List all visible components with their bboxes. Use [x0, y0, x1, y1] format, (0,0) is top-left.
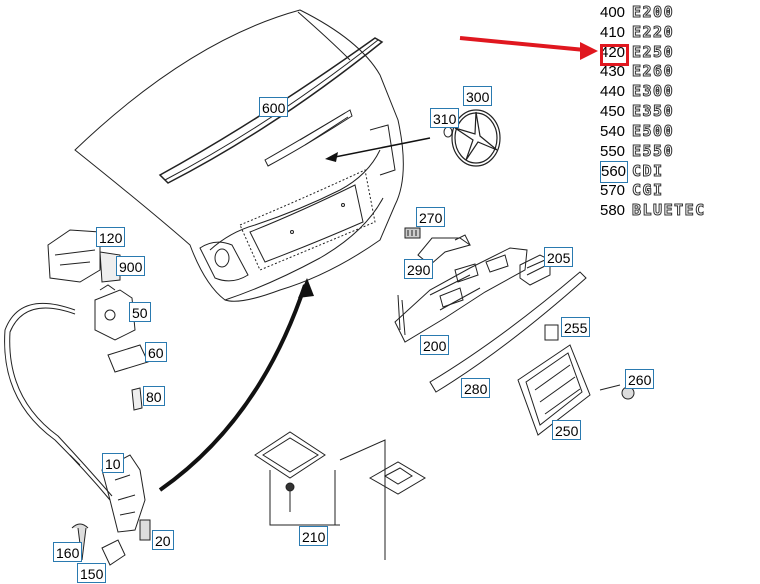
trunk-lid [74, 9, 404, 302]
part-60 [107, 344, 149, 373]
callout-120: 120 [96, 227, 126, 247]
model-row: 540 E500 [600, 121, 706, 142]
model-code: 420 [600, 43, 626, 61]
selected-model-highlight [600, 44, 629, 66]
release-cable [4, 302, 113, 501]
model-badge: E500 [631, 121, 675, 140]
handle-assembly [394, 247, 528, 343]
model-badge: E250 [631, 42, 675, 61]
model-row: 420 E250 [600, 42, 706, 63]
callout-250: 250 [552, 420, 582, 440]
callout-270: 270 [416, 207, 446, 227]
callout-80: 80 [143, 386, 165, 406]
model-row: 430 E260 [600, 62, 706, 82]
callout-150: 150 [77, 563, 107, 583]
model-code: 400 [600, 4, 626, 21]
star-emblem [451, 109, 501, 167]
model-code: 570 [600, 182, 626, 200]
model-code: 560 [600, 161, 628, 184]
model-badge: E550 [631, 141, 675, 160]
model-row: 400 E200 [600, 3, 706, 23]
model-badge: CGI [632, 181, 664, 200]
callout-200: 200 [420, 335, 450, 355]
callout-10: 10 [102, 453, 124, 473]
model-badge: E300 [631, 82, 675, 101]
model-code: 550 [600, 142, 626, 160]
callout-210: 210 [299, 526, 329, 546]
callout-600: 600 [259, 97, 289, 117]
lock-actuator [47, 229, 121, 283]
model-code: 580 [600, 201, 626, 219]
model-row: 450 E350 [600, 101, 706, 122]
callout-280: 280 [461, 378, 491, 398]
callout-310: 310 [430, 108, 460, 128]
callout-300: 300 [463, 86, 493, 106]
part-150 [101, 539, 126, 566]
model-code: 440 [600, 83, 626, 101]
model-row: 570 CGI [600, 181, 706, 201]
screw-260 [599, 384, 635, 400]
part-80 [131, 387, 143, 411]
model-badge: E200 [631, 3, 675, 22]
model-badge: BLUETEC [632, 200, 706, 219]
model-row: 580 BLUETEC [600, 200, 706, 221]
model-row: 440 E300 [600, 82, 706, 102]
license-plate-holder [517, 344, 591, 436]
callout-50: 50 [129, 302, 151, 322]
model-badge: E220 [631, 22, 675, 41]
callout-205: 205 [544, 247, 574, 267]
model-badge: CDI [632, 162, 664, 181]
callout-20: 20 [152, 530, 174, 550]
latch [94, 284, 136, 341]
callout-290: 290 [404, 259, 434, 279]
model-row: 410 E220 [600, 22, 706, 43]
model-code: 540 [600, 122, 626, 140]
callout-900: 900 [116, 256, 146, 276]
callout-160: 160 [53, 542, 83, 562]
spoiler [158, 37, 384, 184]
callout-60: 60 [145, 342, 167, 362]
assembly-arrow [158, 284, 307, 492]
model-code: 430 [600, 63, 626, 81]
model-row: 550 E550 [600, 141, 706, 162]
screw-270 [404, 227, 421, 239]
model-code: 410 [600, 23, 626, 41]
release-lever [101, 454, 146, 533]
gasket-set [254, 431, 426, 560]
callout-255: 255 [561, 317, 591, 337]
model-badge: E260 [631, 62, 675, 81]
screw-20 [139, 519, 151, 541]
clip-255 [544, 324, 559, 341]
part-205 [519, 254, 551, 286]
indicator-arrow [459, 36, 586, 52]
model-badge: E350 [631, 101, 675, 120]
chrome-strip [429, 271, 587, 393]
callout-260: 260 [625, 369, 655, 389]
model-code: 450 [600, 102, 626, 120]
